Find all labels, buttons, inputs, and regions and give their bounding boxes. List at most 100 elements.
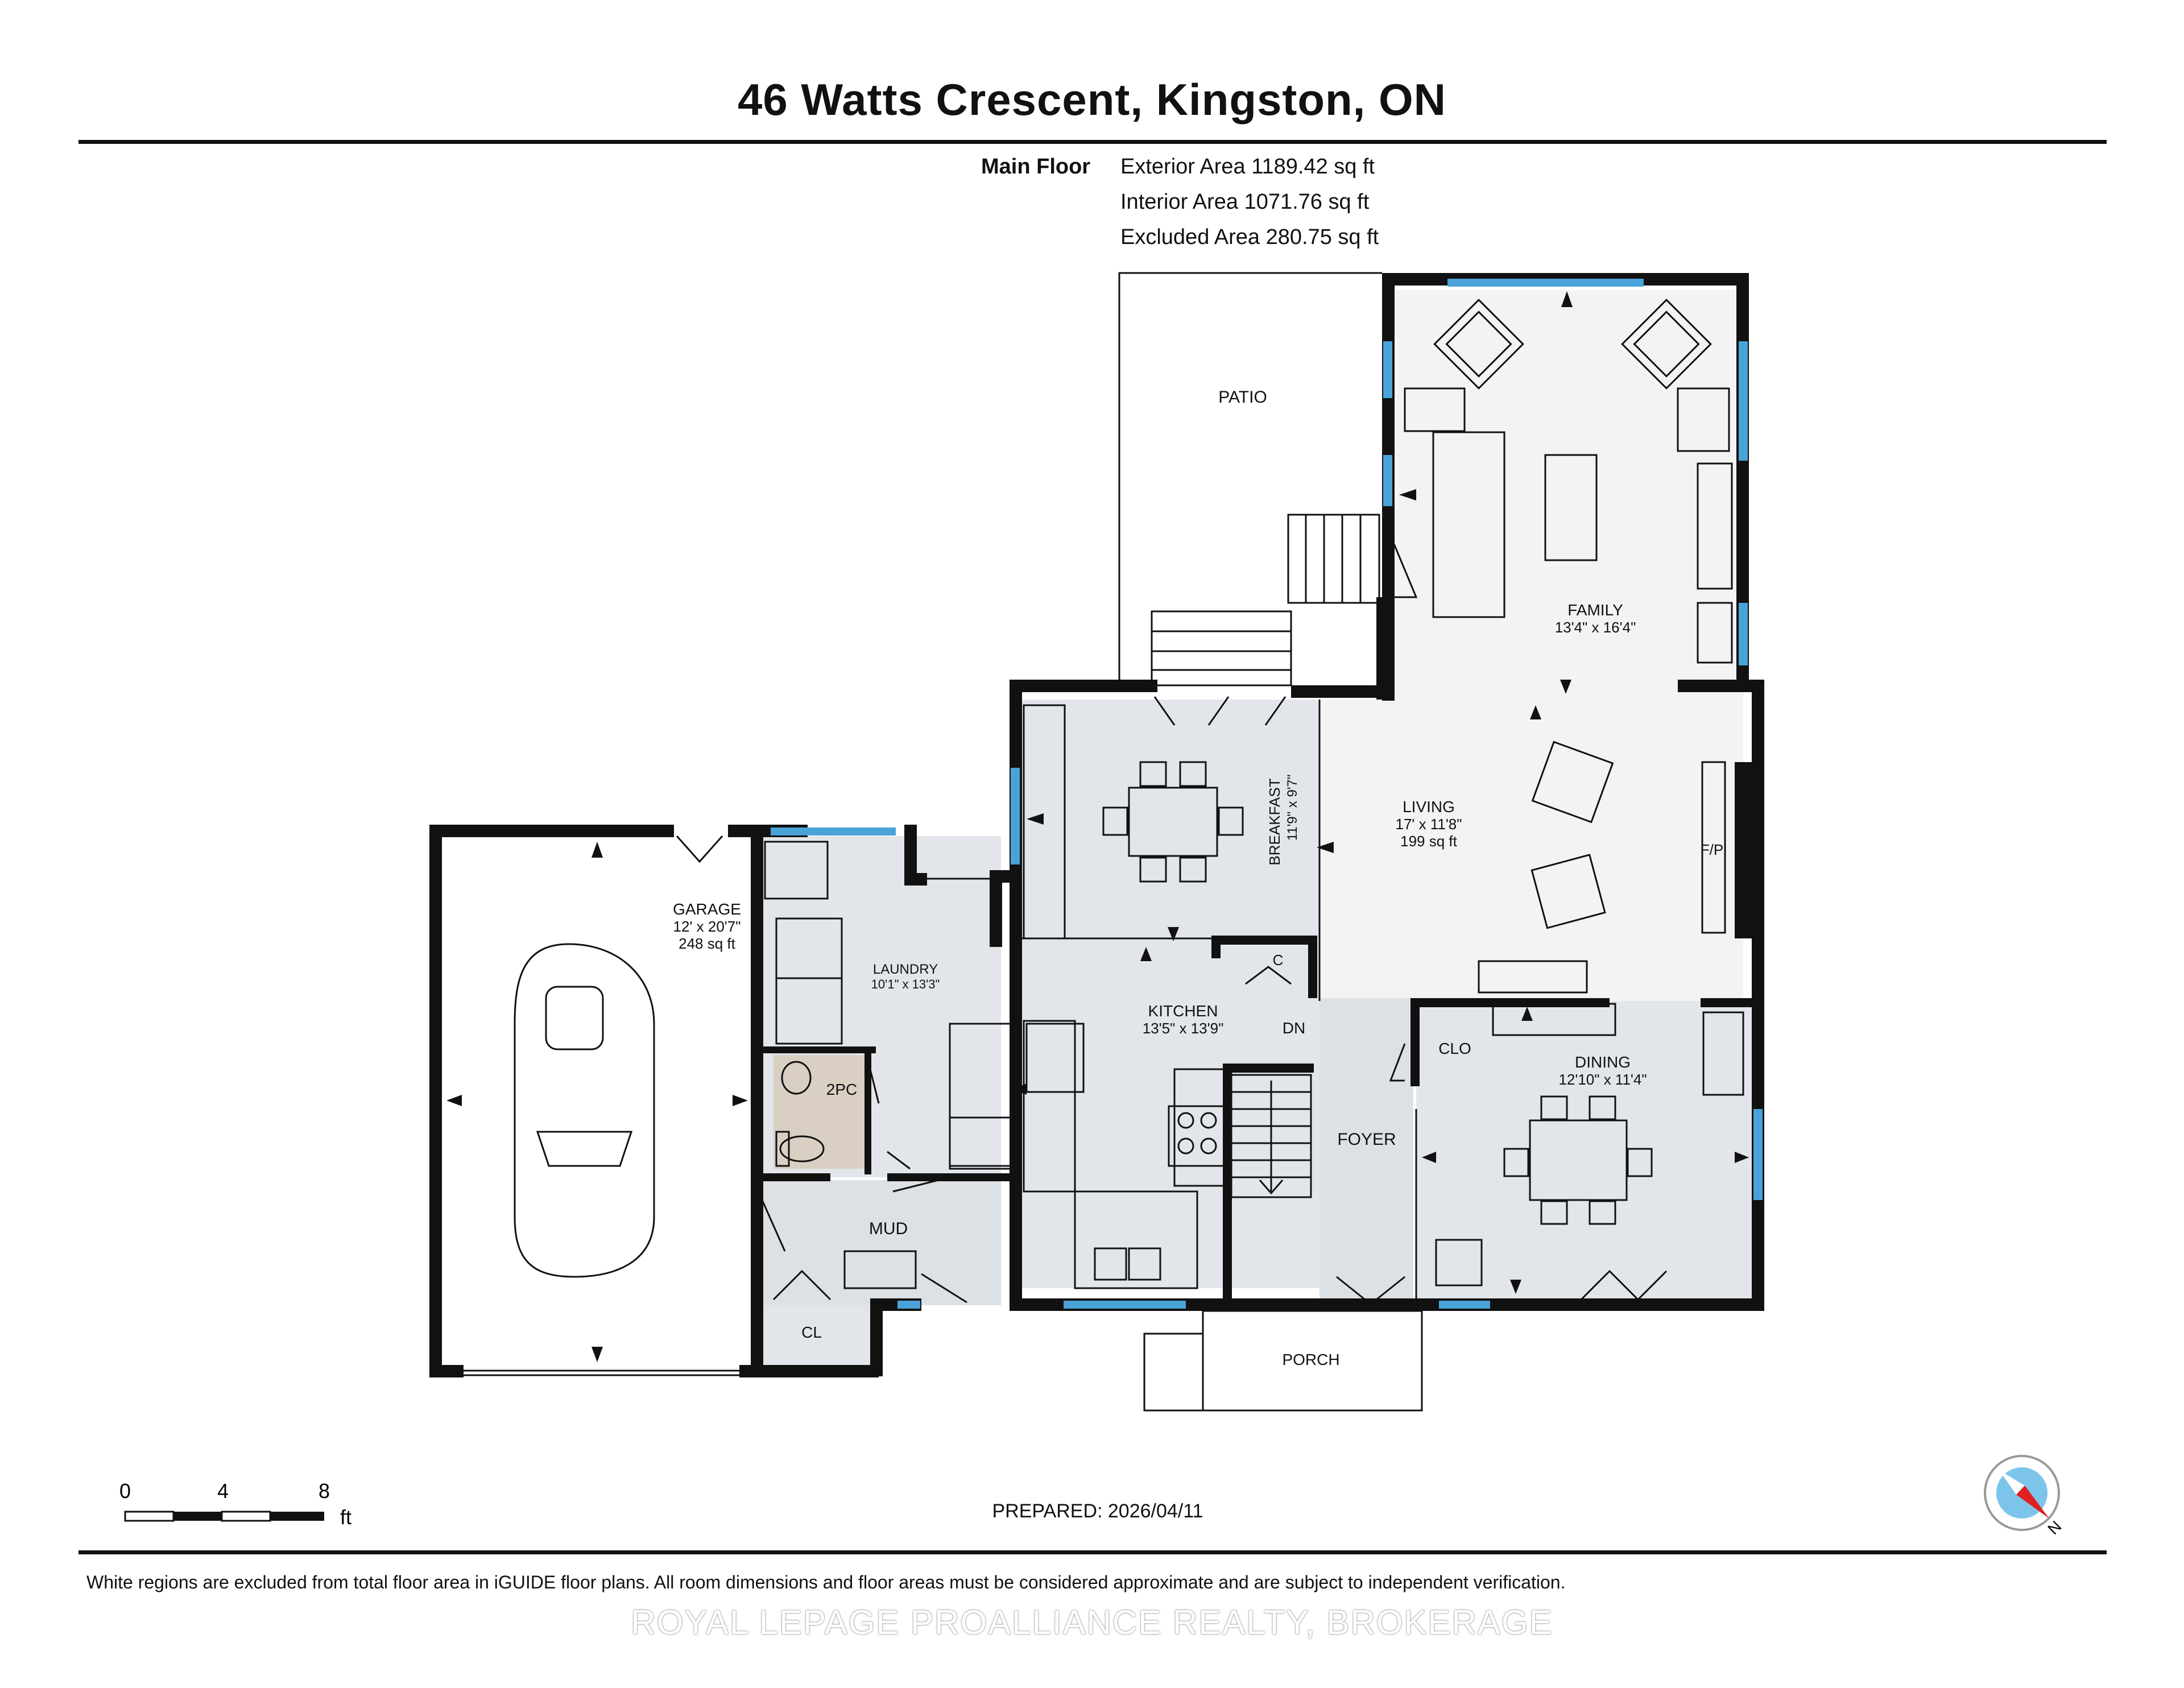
wall	[990, 870, 1002, 947]
twopc-floor	[774, 1055, 864, 1169]
scale-segment	[173, 1512, 222, 1521]
patio-steps-lower	[1151, 610, 1292, 686]
kitchen-floor	[1021, 938, 1320, 1288]
door-swing	[892, 1179, 939, 1193]
toilet-tank	[775, 1131, 790, 1167]
wall	[1376, 597, 1389, 700]
footer-rule	[78, 1550, 2107, 1554]
wall	[429, 825, 674, 837]
closet-c-label: C	[1273, 951, 1284, 969]
floor-fills	[762, 290, 1755, 1368]
arrow	[1530, 705, 1541, 719]
arrow	[1521, 1007, 1533, 1021]
chair	[1179, 761, 1207, 787]
living-dims: 17' x 11'8"	[1396, 816, 1462, 833]
side-table	[1404, 387, 1466, 432]
dining-cabinet	[1435, 1239, 1483, 1286]
armchair	[1531, 854, 1606, 929]
car-windshield	[545, 986, 604, 1050]
wall	[1410, 998, 1610, 1007]
arrow	[1560, 680, 1571, 694]
foyer-floor	[1320, 998, 1413, 1311]
patio-outline	[1118, 272, 1382, 688]
door-swing	[761, 1199, 786, 1252]
kitchen-sink-basin	[1094, 1247, 1127, 1281]
breakfast-table	[1128, 787, 1218, 857]
doors	[676, 528, 1668, 1304]
coffee-table	[1544, 454, 1598, 561]
scale-segment	[221, 1511, 271, 1522]
burner	[1177, 1137, 1194, 1155]
laundry-dims: 10'1" x 13'3"	[871, 977, 940, 991]
scale-segment	[270, 1512, 324, 1521]
window	[1447, 279, 1644, 287]
car-body	[514, 943, 655, 1278]
kitchen-counter-left	[1023, 1020, 1076, 1193]
window	[1739, 603, 1748, 665]
breakfast-label: BREAKFAST	[1266, 778, 1283, 865]
scale-segment	[124, 1511, 175, 1522]
scale-tick-4: 4	[217, 1479, 229, 1503]
wall	[1701, 998, 1757, 1007]
wall	[1010, 1298, 1764, 1311]
door-swing	[1387, 528, 1418, 598]
armchair	[1445, 311, 1512, 378]
armchairs	[1433, 299, 1712, 929]
chair	[1627, 1148, 1653, 1177]
chair	[1589, 1095, 1616, 1120]
wall	[864, 1046, 871, 1174]
exterior-area: Exterior Area 1189.42 sq ft	[1120, 155, 1375, 179]
fp-label: F/P	[1701, 841, 1723, 858]
disclaimer: White regions are excluded from total fl…	[86, 1572, 1566, 1592]
mud-bench	[843, 1250, 917, 1289]
arrow	[1399, 489, 1416, 500]
laundry-label: LAUNDRY	[873, 962, 938, 977]
arrow	[1422, 1152, 1436, 1163]
arrow	[446, 1095, 462, 1106]
kitchen-sink-basin	[1128, 1247, 1161, 1281]
arrow	[1735, 1152, 1749, 1163]
wall	[1410, 998, 1420, 1086]
door-swing	[1245, 966, 1292, 985]
wall	[762, 1046, 876, 1053]
wall	[429, 1365, 464, 1377]
burner	[1177, 1112, 1194, 1129]
room-labels: PATIO FAMILY 13'4" x 16'4" LIVING 17' x …	[673, 388, 1723, 1368]
arrow	[1168, 927, 1179, 941]
door-swing	[1153, 696, 1287, 726]
wall	[1223, 1064, 1314, 1073]
burner	[1200, 1137, 1217, 1155]
mud-label: MUD	[869, 1219, 908, 1238]
side-table-2	[1677, 387, 1730, 452]
kitchen-dims: 13'5" x 13'9"	[1143, 1020, 1224, 1037]
window	[1439, 1301, 1490, 1309]
patio-steps-upper	[1287, 514, 1380, 604]
excluded-area: Excluded Area 280.75 sq ft	[1120, 225, 1379, 249]
wall	[904, 873, 927, 886]
compass: N	[1984, 1455, 2065, 1538]
arrows	[446, 291, 1749, 1362]
door-swing	[772, 1269, 832, 1301]
chair	[1503, 1148, 1529, 1177]
wall	[870, 1298, 883, 1376]
living-label: LIVING	[1403, 798, 1455, 816]
chair	[1540, 1200, 1568, 1225]
wall	[904, 825, 917, 884]
window	[1739, 341, 1748, 461]
wall	[1678, 680, 1763, 692]
scale-unit: ft	[340, 1505, 351, 1529]
arrow	[1027, 813, 1044, 825]
breakfast-counter	[1023, 704, 1066, 940]
thin-outlines	[464, 272, 1744, 1412]
chair	[1589, 1200, 1616, 1225]
laundry-sink	[764, 841, 829, 900]
dryer	[775, 977, 843, 1045]
toilet	[779, 1135, 825, 1162]
wall	[429, 825, 442, 1376]
wall	[1308, 936, 1317, 998]
living-area: 199 sq ft	[1400, 833, 1458, 850]
wall	[1291, 685, 1393, 698]
dn-label: DN	[1283, 1019, 1305, 1037]
windows	[771, 279, 1763, 1309]
